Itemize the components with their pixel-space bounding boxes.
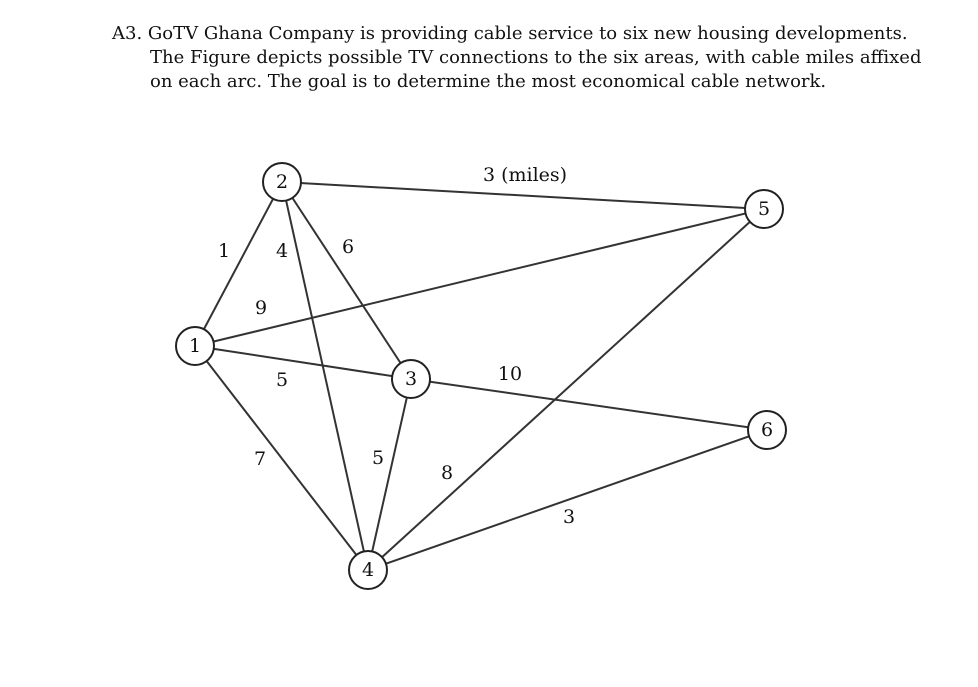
problem-line-2: The Figure depicts possible TV connectio… xyxy=(150,47,922,68)
edge-4-5 xyxy=(367,208,765,571)
node-label-3: 3 xyxy=(405,368,417,390)
problem-statement: A3. GoTV Ghana Company is providing cabl… xyxy=(112,22,922,94)
edge-1-5 xyxy=(194,208,765,347)
edge-weight-3-6: 10 xyxy=(498,363,522,385)
edge-2-5 xyxy=(281,181,765,210)
edge-2-3 xyxy=(281,181,412,380)
node-6: 6 xyxy=(747,410,787,450)
edge-weight-4-6: 3 xyxy=(563,506,575,528)
node-3: 3 xyxy=(391,359,431,399)
edge-1-2 xyxy=(194,181,283,347)
node-5: 5 xyxy=(744,189,784,229)
edge-weight-2-3: 6 xyxy=(342,236,354,258)
edge-3-6 xyxy=(410,378,768,431)
edge-2-4 xyxy=(281,181,369,571)
node-label-6: 6 xyxy=(761,419,773,441)
node-circle-6 xyxy=(747,410,787,450)
edge-4-6 xyxy=(367,429,768,571)
edge-weight-4-5: 8 xyxy=(441,462,453,484)
node-circle-4 xyxy=(348,550,388,590)
node-label-4: 4 xyxy=(362,559,374,581)
node-circle-2 xyxy=(262,162,302,202)
edge-3-4 xyxy=(367,378,412,571)
edge-weight-1-3: 5 xyxy=(276,369,288,391)
edge-weight-1-4: 7 xyxy=(254,448,266,470)
edges-layer xyxy=(194,181,768,571)
node-circle-5 xyxy=(744,189,784,229)
node-label-5: 5 xyxy=(758,198,770,220)
edge-weight-1-5: 9 xyxy=(255,297,267,319)
node-4: 4 xyxy=(348,550,388,590)
problem-line-3: on each arc. The goal is to determine th… xyxy=(150,71,827,92)
nodes-layer: 1 2 3 4 5 6 xyxy=(175,162,787,590)
node-label-1: 1 xyxy=(189,335,201,357)
edge-1-4 xyxy=(194,345,369,571)
edge-1-3 xyxy=(194,345,412,380)
weights-layer: 1 4 6 3 (miles) 9 5 7 5 10 8 3 xyxy=(218,164,575,528)
edge-weight-2-4: 4 xyxy=(276,240,288,262)
node-circle-3 xyxy=(391,359,431,399)
node-2: 2 xyxy=(262,162,302,202)
node-circle-1 xyxy=(175,326,215,366)
edge-weight-1-2: 1 xyxy=(218,240,230,262)
problem-line-1: A3. GoTV Ghana Company is providing cabl… xyxy=(112,23,908,44)
node-1: 1 xyxy=(175,326,215,366)
edge-weight-2-5: 3 (miles) xyxy=(483,164,567,186)
node-label-2: 2 xyxy=(276,171,288,193)
edge-weight-3-4: 5 xyxy=(372,447,384,469)
